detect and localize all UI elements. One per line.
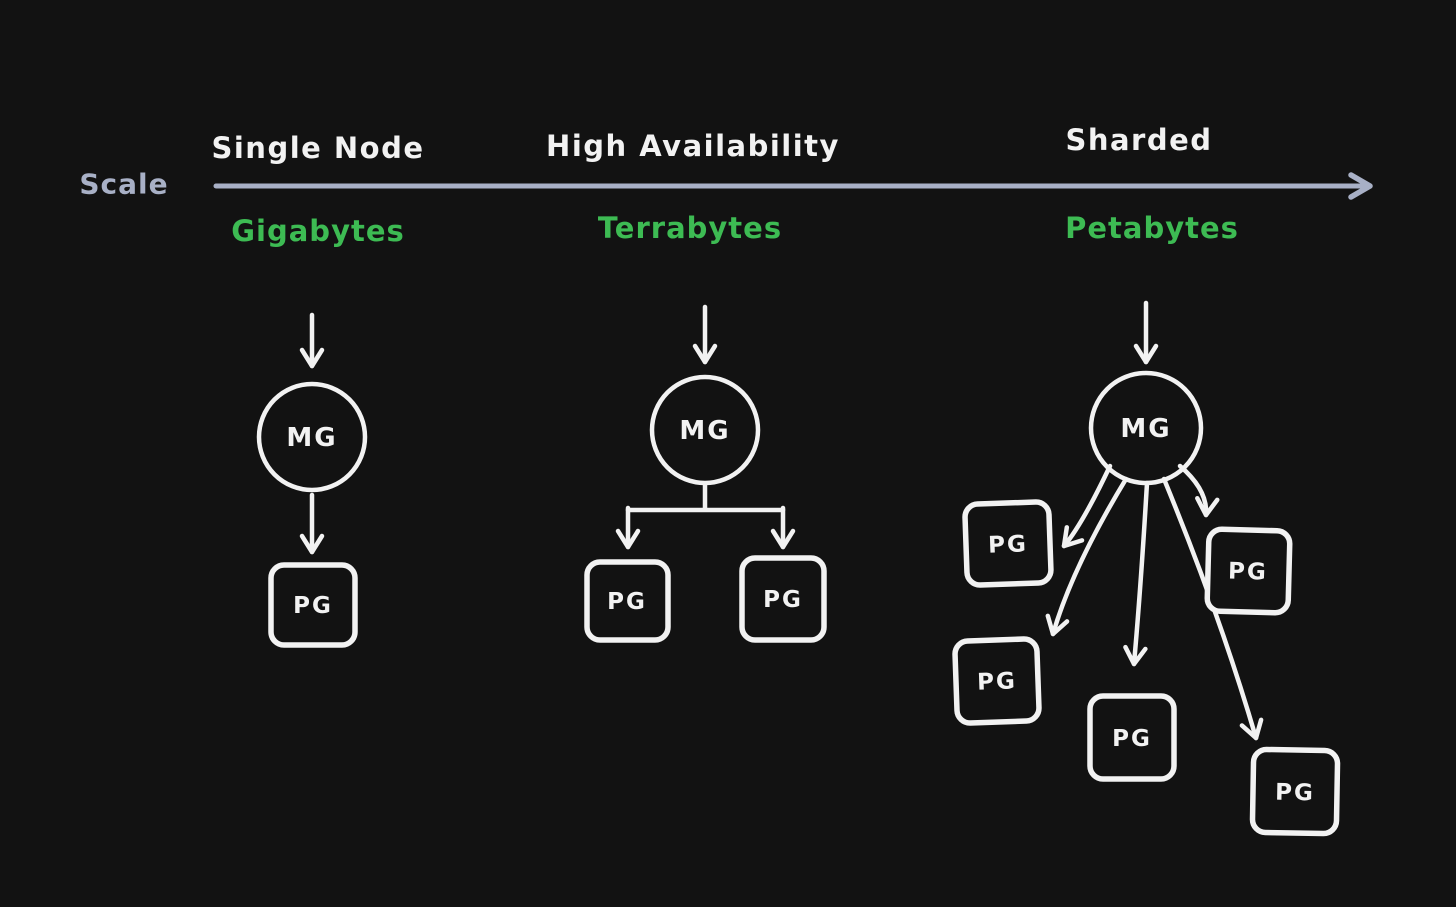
pg-node-box [1087,693,1177,782]
scale-axis: Scale [79,168,1373,201]
pg-node-box [739,555,827,643]
pg-node-box [268,562,358,648]
pg-node-box [584,559,671,643]
stage-headers: Single Node High Availability Sharded Gi… [211,123,1239,248]
capacity-label-petabytes: Petabytes [1065,211,1239,245]
scale-axis-label: Scale [79,168,168,201]
mg-node-label: MG [679,416,730,446]
pg-node-label: PG [1112,726,1152,752]
stage-title-single-node: Single Node [211,131,424,165]
shard-arrow-4 [1123,480,1150,667]
mg-node-label: MG [1120,414,1171,444]
stage-single-node: MG PG [256,312,368,648]
pg-node-box [1249,746,1341,837]
shard-arrow-2 [1177,463,1220,518]
shard-arrow-1 [1061,463,1113,549]
mg-node-circle [256,381,368,493]
pg-node-label: PG [988,531,1029,558]
shard-arrow-3 [1045,476,1129,637]
branch-line [625,482,786,513]
pg-node-label: PG [1228,558,1268,585]
mg-node-label: MG [286,423,337,453]
pg-node-box [962,499,1054,588]
pg-node-label: PG [977,668,1018,695]
capacity-label-gigabytes: Gigabytes [231,214,405,248]
pg-node-label: PG [763,587,803,613]
pg-node-box [1204,526,1293,616]
stage-title-sharded: Sharded [1065,123,1212,157]
stage-sharded: MG PG PG PG PG PG [952,300,1341,837]
pg-node-label: PG [293,593,333,619]
stage-high-availability: MG PG PG [584,304,827,643]
stage-title-high-availability: High Availability [546,129,840,163]
pg-node-label: PG [1275,780,1315,807]
capacity-label-terrabytes: Terrabytes [598,211,782,245]
pg-node-label: PG [607,589,647,615]
pg-node-box [952,636,1042,726]
